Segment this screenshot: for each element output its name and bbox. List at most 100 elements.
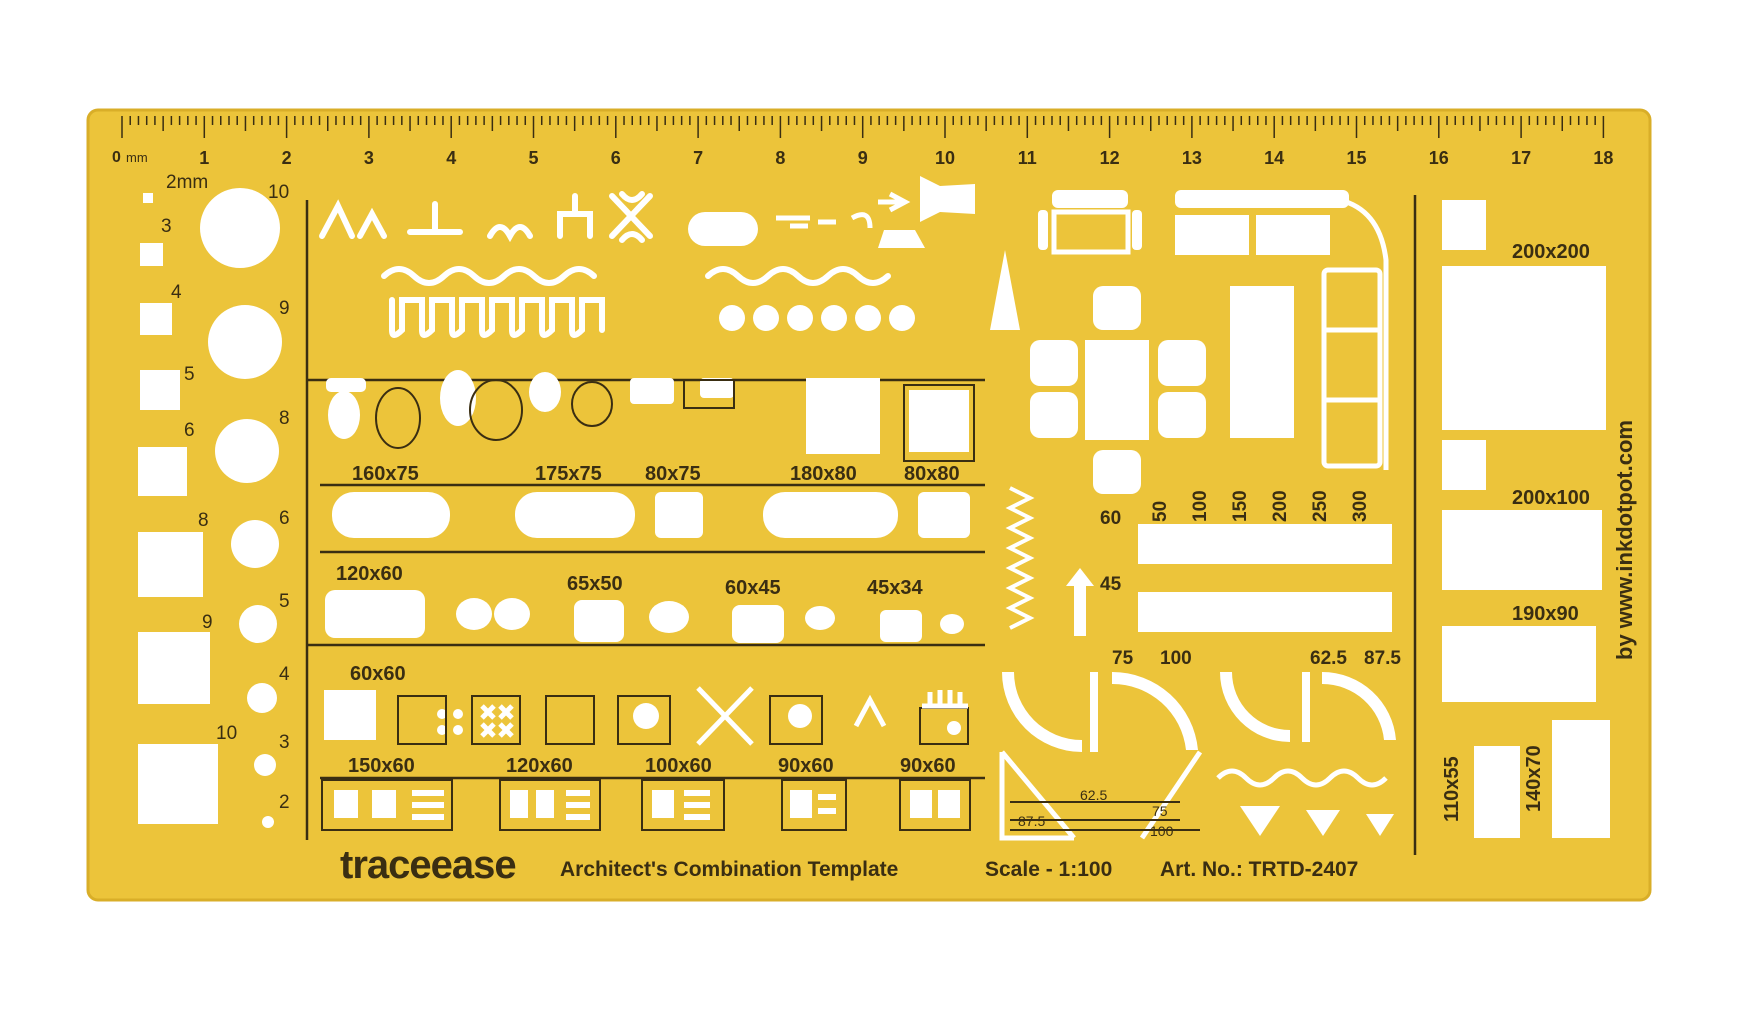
product-title: Architect's Combination Template <box>560 858 898 881</box>
ruler-number: 9 <box>858 148 868 168</box>
ruler-unit: mm <box>126 150 148 165</box>
svg-text:6: 6 <box>184 420 195 441</box>
bath-row1-cutouts <box>332 492 970 538</box>
svg-text:87.5: 87.5 <box>1364 648 1401 669</box>
ruler-number: 10 <box>935 148 955 168</box>
svg-text:65x50: 65x50 <box>567 573 623 595</box>
svg-text:45x34: 45x34 <box>867 577 923 599</box>
svg-text:10: 10 <box>216 723 237 744</box>
svg-text:200: 200 <box>1270 490 1291 522</box>
ruler-number: 17 <box>1511 148 1531 168</box>
svg-text:10: 10 <box>268 182 289 203</box>
svg-text:5: 5 <box>184 364 195 385</box>
ruler-number: 12 <box>1100 148 1120 168</box>
shower-row-label: 60x60 <box>350 663 406 685</box>
triangle-cutouts <box>1240 806 1394 836</box>
svg-text:190x90: 190x90 <box>1512 603 1579 625</box>
svg-text:2mm: 2mm <box>166 172 208 193</box>
dining-table-cutouts <box>990 250 1294 636</box>
ruler-number: 15 <box>1346 148 1366 168</box>
left-circle-cutouts <box>200 188 282 828</box>
shower-row-cutouts <box>324 690 961 740</box>
svg-text:62.5: 62.5 <box>1080 787 1107 803</box>
angle-cutouts <box>999 750 1388 841</box>
sofa-outlines <box>1051 197 1389 470</box>
angle-lines <box>1010 801 1200 831</box>
svg-text:160x75: 160x75 <box>352 463 419 485</box>
left-square-cutouts <box>138 193 218 824</box>
svg-text:100x60: 100x60 <box>645 755 712 777</box>
svg-text:2: 2 <box>279 792 290 813</box>
svg-text:140x70: 140x70 <box>1523 745 1545 812</box>
right-box-cutouts <box>1442 200 1610 838</box>
svg-text:4: 4 <box>279 664 290 685</box>
svg-text:60x45: 60x45 <box>725 577 781 599</box>
svg-text:175x75: 175x75 <box>535 463 602 485</box>
svg-text:90x60: 90x60 <box>778 755 834 777</box>
svg-text:45: 45 <box>1100 574 1122 595</box>
svg-text:62.5: 62.5 <box>1310 648 1347 669</box>
ruler-number: 7 <box>693 148 703 168</box>
plumbing-symbols <box>319 191 891 338</box>
bed-top-labels: 50 100 150 200 250 300 60 45 <box>1100 490 1371 595</box>
ruler-number: 3 <box>364 148 374 168</box>
sofa-cutouts <box>1038 190 1349 255</box>
svg-text:100: 100 <box>1150 823 1174 839</box>
brand-logo: traceease <box>340 843 516 887</box>
door-swing-cutouts <box>1002 671 1396 752</box>
ruler-number: 4 <box>446 148 456 168</box>
svg-text:6: 6 <box>279 508 290 529</box>
stair-labels: 62.5 75 87.5 100 <box>1018 787 1174 839</box>
svg-text:8: 8 <box>279 408 290 429</box>
svg-text:8: 8 <box>198 510 209 531</box>
svg-text:80x80: 80x80 <box>904 463 960 485</box>
kitchen-row-cutouts <box>334 790 960 820</box>
svg-text:180x80: 180x80 <box>790 463 857 485</box>
svg-text:100: 100 <box>1190 490 1211 522</box>
bath-row2-labels: 120x60 65x50 60x45 45x34 <box>336 563 923 599</box>
svg-text:100: 100 <box>1160 648 1192 669</box>
bed-rect-cutouts <box>1138 524 1392 632</box>
ruler-number: 11 <box>1018 148 1037 168</box>
ruler-number: 14 <box>1264 148 1284 168</box>
ruler-number: 5 <box>528 148 538 168</box>
svg-text:75: 75 <box>1112 648 1134 669</box>
ruler-number: 8 <box>775 148 785 168</box>
shower-row-outlines <box>397 695 969 745</box>
svg-text:200x200: 200x200 <box>1512 241 1590 263</box>
svg-text:50: 50 <box>1150 501 1171 522</box>
ruler-number: 16 <box>1429 148 1449 168</box>
svg-text:110x55: 110x55 <box>1441 756 1463 822</box>
ruler-number: 18 <box>1593 148 1613 168</box>
article-number: Art. No.: TRTD-2407 <box>1160 858 1358 881</box>
ruler-ticks <box>121 116 1605 138</box>
svg-text:9: 9 <box>202 612 213 633</box>
svg-text:4: 4 <box>171 282 182 303</box>
kitchen-row-outlines <box>321 779 971 831</box>
svg-text:200x100: 200x100 <box>1512 487 1590 509</box>
svg-text:60: 60 <box>1100 508 1121 529</box>
bath-row1-labels: 160x75 175x75 80x75 180x80 80x80 <box>352 463 960 485</box>
ruler-number: 6 <box>611 148 621 168</box>
svg-text:9: 9 <box>279 298 290 319</box>
svg-text:120x60: 120x60 <box>506 755 573 777</box>
scale-label: Scale - 1:100 <box>985 858 1112 881</box>
svg-text:5: 5 <box>279 591 290 612</box>
svg-text:87.5: 87.5 <box>1018 813 1045 829</box>
svg-text:250: 250 <box>1310 490 1331 522</box>
spring-symbol <box>1005 486 1035 630</box>
left-circle-labels: 10 9 8 6 5 4 3 2 <box>268 182 290 813</box>
svg-text:80x75: 80x75 <box>645 463 701 485</box>
bed-outlines <box>1321 267 1383 469</box>
sanitary-row-outlines <box>375 379 975 462</box>
svg-text:150x60: 150x60 <box>348 755 415 777</box>
svg-text:3: 3 <box>161 216 172 237</box>
ruler-number: 1 <box>199 148 209 168</box>
bath-row2-cutouts <box>325 590 964 643</box>
svg-text:75: 75 <box>1152 803 1168 819</box>
kitchen-row-labels: 150x60 120x60 100x60 90x60 90x60 <box>348 755 956 777</box>
door-labels: 75 100 62.5 87.5 <box>1112 648 1401 669</box>
svg-text:150: 150 <box>1230 490 1251 522</box>
